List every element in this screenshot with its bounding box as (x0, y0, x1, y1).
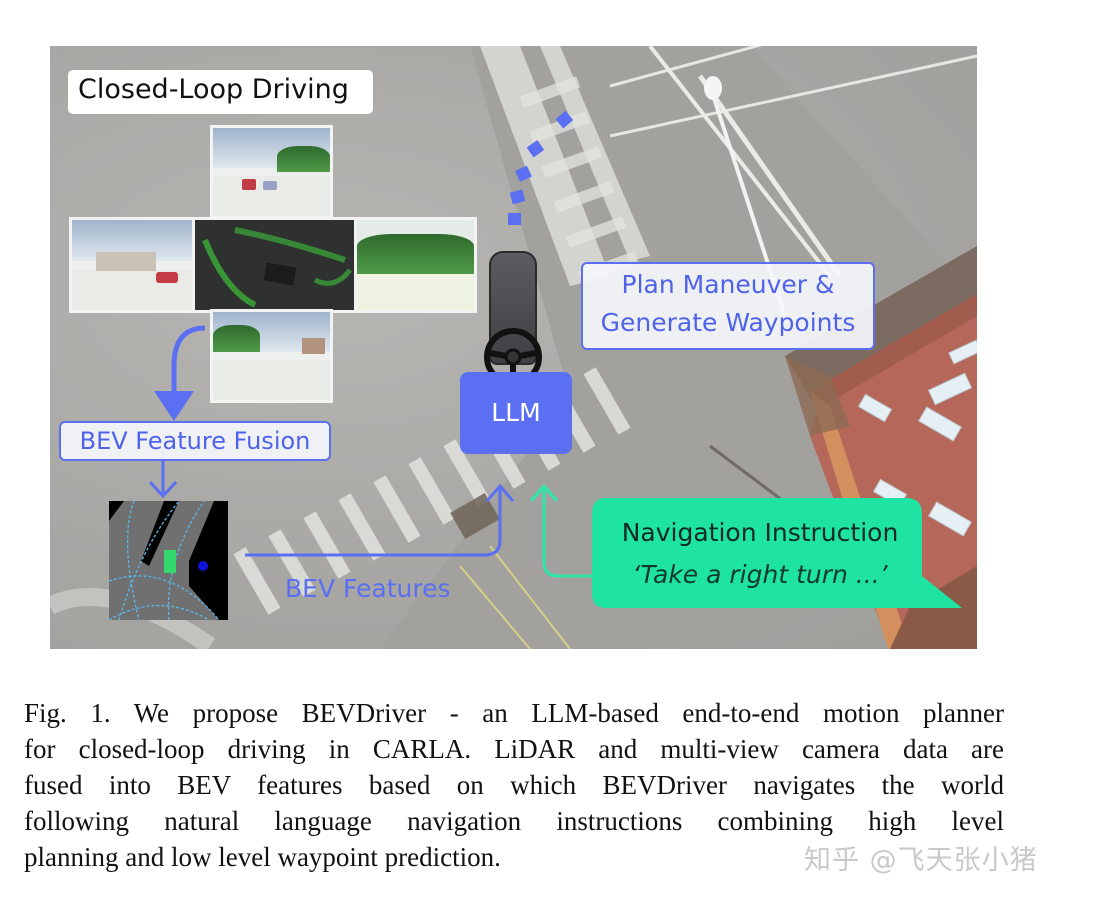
navigation-speech-bubble (592, 498, 962, 608)
bev-map-image (109, 501, 228, 620)
closed-loop-driving-text: Closed-Loop Driving (78, 74, 349, 105)
llm-block (460, 372, 572, 454)
camera-front-image (210, 125, 333, 219)
figure-caption: Fig. 1. We propose BEVDriver - an LLM-ba… (24, 695, 1004, 875)
camera-back-image (210, 309, 333, 403)
caption-line-2: for closed-loop driving in CARLA. LiDAR … (24, 734, 1004, 764)
bev-feature-fusion-label: BEV Feature Fusion (59, 421, 331, 461)
zhihu-watermark: 知乎 @飞天张小猪 (804, 845, 1038, 876)
plan-maneuver-line1: Plan Maneuver & (621, 270, 835, 299)
flow-arrows (148, 110, 595, 578)
caption-line-1: Fig. 1. We propose BEVDriver - an LLM-ba… (24, 698, 1004, 728)
caption-line-3: fused into BEV features based on which B… (24, 770, 1004, 800)
camera-front-left-image (69, 217, 195, 313)
plan-maneuver-label: Plan Maneuver & Generate Waypoints (581, 262, 875, 350)
figure-panel: Closed-Loop Driving (50, 46, 977, 649)
navigation-instruction-quote: ‘Take a right turn ...’ (632, 560, 888, 589)
llm-label: LLM (491, 398, 541, 427)
plan-maneuver-line2: Generate Waypoints (600, 308, 856, 337)
camera-front-right-image (354, 217, 477, 313)
waypoint-markers (508, 110, 574, 225)
closed-loop-driving-label (68, 70, 373, 114)
caption-line-5: planning and low level waypoint predicti… (24, 842, 501, 872)
caption-line-4: following natural language navigation in… (24, 806, 1004, 836)
navigation-instruction-title: Navigation Instruction (621, 518, 899, 547)
bev-features-label: BEV Features (285, 574, 451, 603)
